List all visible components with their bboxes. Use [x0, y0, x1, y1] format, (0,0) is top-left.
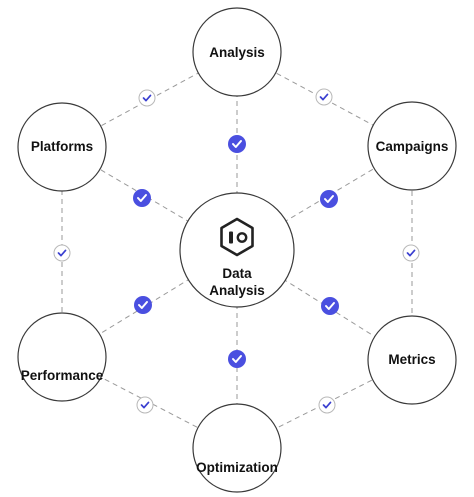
- check-icon: [319, 93, 329, 101]
- node-label-metrics: Metrics: [388, 352, 435, 367]
- check-badge-platforms-analysis: [138, 89, 156, 107]
- check-badge-performance-optimization: [136, 396, 154, 414]
- check-badge-spoke-performance: [134, 296, 152, 314]
- node-label-platforms: Platforms: [31, 139, 93, 154]
- node-campaigns: Campaigns: [367, 101, 457, 191]
- check-icon: [232, 355, 242, 363]
- check-badge-optimization-metrics: [318, 396, 336, 414]
- check-badge-spoke-metrics: [321, 297, 339, 315]
- center-label-line1: Data: [222, 266, 252, 281]
- check-icon: [232, 140, 242, 148]
- hexagon-logo-icon: [220, 217, 254, 257]
- spoke-badges: [133, 135, 339, 368]
- check-icon: [324, 195, 334, 203]
- check-icon: [322, 401, 332, 409]
- node-optimization: Optimization: [192, 403, 282, 493]
- node-label-analysis: Analysis: [209, 45, 265, 60]
- node-label-campaigns: Campaigns: [376, 139, 449, 154]
- check-badge-spoke-optimization: [228, 350, 246, 368]
- check-badge-spoke-platforms: [133, 189, 151, 207]
- outer-badges: [53, 88, 420, 414]
- check-icon: [140, 401, 150, 409]
- check-badge-platforms-performance: [53, 244, 71, 262]
- check-icon: [138, 301, 148, 309]
- node-analysis: Analysis: [192, 7, 282, 97]
- center-label-line2: Analysis: [209, 283, 265, 298]
- check-icon: [137, 194, 147, 202]
- check-badge-spoke-analysis: [228, 135, 246, 153]
- center-node: Data Analysis: [179, 192, 295, 308]
- check-icon: [142, 94, 152, 102]
- check-badge-spoke-campaigns: [320, 190, 338, 208]
- node-label-performance: Performance: [21, 368, 104, 383]
- check-icon: [325, 302, 335, 310]
- check-badge-analysis-campaigns: [315, 88, 333, 106]
- check-icon: [57, 249, 67, 257]
- check-badge-campaigns-metrics: [402, 244, 420, 262]
- node-performance: Performance: [17, 312, 107, 402]
- node-platforms: Platforms: [17, 102, 107, 192]
- node-metrics: Metrics: [367, 315, 457, 405]
- node-label-optimization: Optimization: [196, 460, 278, 475]
- check-icon: [406, 249, 416, 257]
